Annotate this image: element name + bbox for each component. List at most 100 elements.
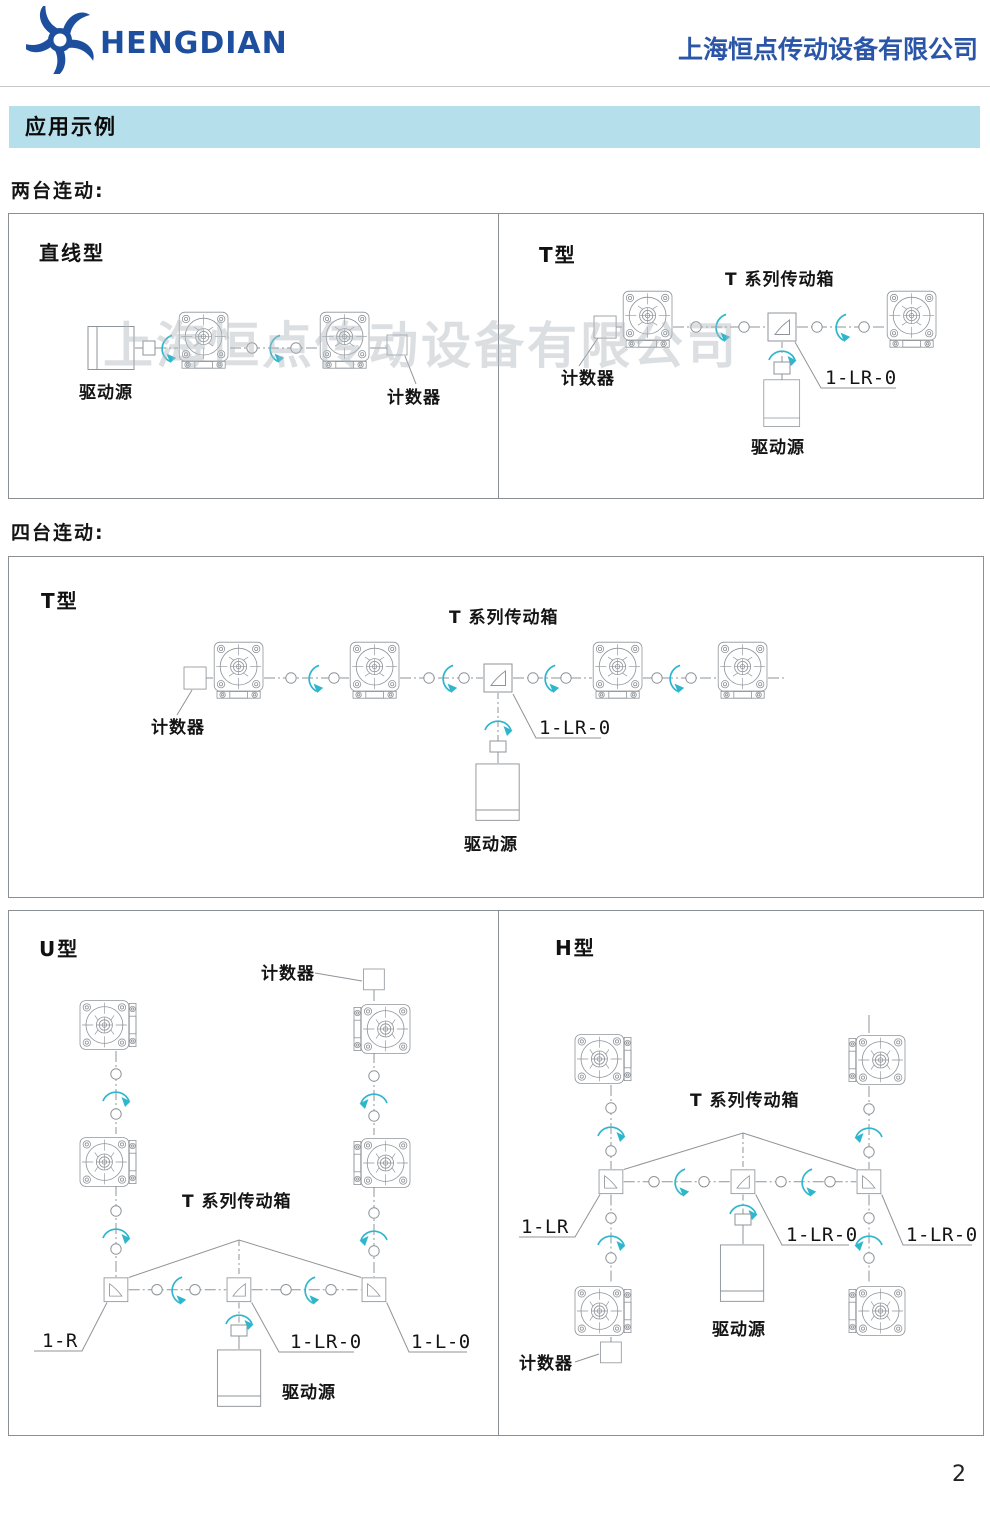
rotation-arrow-icon bbox=[102, 1228, 132, 1245]
rotation-arrow-icon bbox=[597, 1235, 627, 1252]
leader-line bbox=[251, 1302, 354, 1353]
gearbox bbox=[353, 1138, 411, 1188]
counter-label: 计数器 bbox=[387, 387, 441, 408]
shaft-coupler bbox=[734, 1213, 752, 1226]
rotation-arrow-icon bbox=[484, 720, 514, 737]
leader-line bbox=[128, 1239, 362, 1278]
shaft-coupling bbox=[110, 1205, 122, 1217]
rotation-arrow-icon bbox=[268, 333, 287, 365]
drive-label: 驱动源 bbox=[712, 1319, 766, 1340]
rotation-arrow-icon bbox=[303, 1275, 322, 1306]
rotation-arrow-icon bbox=[358, 1230, 388, 1247]
shaft-coupling bbox=[246, 342, 258, 354]
rotation-arrow-icon bbox=[225, 1314, 255, 1331]
two-units-box: 直线型 驱动源 计数器 T型 T 系 bbox=[8, 213, 984, 499]
shaft-coupling bbox=[368, 1207, 380, 1219]
company-name: 上海恒点传动设备有限公司 bbox=[677, 35, 978, 64]
gearbox bbox=[319, 311, 370, 369]
t-series-gearbox bbox=[856, 1169, 882, 1195]
gearbox bbox=[848, 1286, 906, 1336]
page-number: 2 bbox=[952, 1462, 966, 1487]
shaft-coupling bbox=[368, 1245, 380, 1257]
gearbox bbox=[574, 1034, 632, 1084]
shaft-coupling bbox=[423, 672, 435, 684]
rotation-arrow-icon bbox=[714, 312, 733, 344]
shaft-coupling bbox=[605, 1145, 617, 1157]
shaft-coupling bbox=[858, 321, 870, 333]
diagram-title: H型 bbox=[555, 936, 596, 960]
t-series-gearbox bbox=[103, 1277, 129, 1303]
leader-line bbox=[34, 1302, 108, 1352]
gearbox bbox=[574, 1286, 632, 1336]
shaft-coupling bbox=[605, 1102, 617, 1114]
series-label: T 系列传动箱 bbox=[725, 269, 835, 290]
rotation-arrow-icon bbox=[768, 350, 798, 367]
rotation-arrow-icon bbox=[358, 1093, 388, 1110]
rotation-arrow-icon bbox=[729, 1204, 759, 1221]
shaft-coupling bbox=[325, 1284, 337, 1296]
shaft-coupling bbox=[110, 1068, 122, 1080]
group-heading-two-units: 两台连动: bbox=[11, 180, 105, 202]
leader-line bbox=[755, 1194, 849, 1246]
rotation-arrow-icon bbox=[441, 663, 460, 695]
rotation-arrow-icon bbox=[834, 312, 853, 344]
four-units-t-box: T型 T 系列传动箱 bbox=[8, 556, 984, 898]
shaft-coupler bbox=[142, 340, 156, 356]
drive-label: 驱动源 bbox=[464, 834, 518, 855]
leader-line bbox=[623, 1132, 857, 1170]
leader-line bbox=[404, 355, 417, 385]
counter-label: 计数器 bbox=[261, 963, 315, 984]
rotation-arrow-icon bbox=[102, 1091, 132, 1108]
counter-label: 计数器 bbox=[519, 1353, 573, 1374]
counter-box bbox=[183, 666, 207, 690]
shaft-coupling bbox=[605, 1212, 617, 1224]
shaft-coupling bbox=[775, 1176, 787, 1188]
shaft-coupler bbox=[230, 1324, 248, 1337]
shaft-coupler bbox=[773, 361, 791, 375]
shaft-coupling bbox=[458, 672, 470, 684]
leader-line bbox=[314, 972, 363, 982]
series-label: T 系列传动箱 bbox=[449, 607, 559, 628]
drive-motor bbox=[475, 763, 520, 821]
model-label-mid: 1-LR-0 bbox=[786, 1224, 858, 1246]
leader-line bbox=[386, 1302, 467, 1353]
gearbox bbox=[886, 290, 937, 348]
gearbox bbox=[349, 641, 400, 699]
series-label: T 系列传动箱 bbox=[182, 1191, 292, 1212]
model-label-right: 1-L-0 bbox=[411, 1331, 471, 1353]
gearbox bbox=[717, 641, 768, 699]
t-series-gearbox bbox=[361, 1277, 387, 1303]
shaft-coupling bbox=[151, 1284, 163, 1296]
shaft-coupling bbox=[290, 342, 302, 354]
leader-line bbox=[578, 337, 599, 367]
rotation-arrow-icon bbox=[853, 1235, 883, 1252]
counter-box bbox=[363, 968, 385, 991]
shaft-coupling bbox=[824, 1176, 836, 1188]
shaft-coupling bbox=[863, 1212, 875, 1224]
gearbox bbox=[178, 311, 229, 369]
shaft-coupling bbox=[328, 672, 340, 684]
model-label: 1-LR-0 bbox=[539, 717, 611, 739]
linear-diagram-cell: 直线型 驱动源 计数器 bbox=[9, 214, 499, 498]
shaft-coupling bbox=[189, 1284, 201, 1296]
shaft-coupling bbox=[280, 1284, 292, 1296]
section-title-band: 应用示例 bbox=[9, 106, 980, 148]
logo-wordmark: HENGDIAN bbox=[100, 26, 288, 61]
t-series-gearbox bbox=[483, 663, 513, 693]
counter-label: 计数器 bbox=[151, 717, 205, 738]
shaft-coupling bbox=[605, 1252, 617, 1264]
rotation-arrow-icon bbox=[160, 333, 179, 365]
model-label: 1-LR-0 bbox=[825, 367, 897, 389]
shaft-coupling bbox=[648, 1176, 660, 1188]
rotation-arrow-icon bbox=[597, 1126, 627, 1143]
drive-label: 驱动源 bbox=[79, 382, 133, 403]
gearbox bbox=[79, 1000, 137, 1050]
diagram-title: T型 bbox=[539, 243, 577, 267]
rotation-arrow-icon bbox=[800, 1167, 819, 1198]
shaft-coupling bbox=[110, 1243, 122, 1255]
drive-motor bbox=[719, 1244, 765, 1302]
h4-diagram-cell: H型 T 系列传动箱 bbox=[499, 911, 983, 1435]
shaft-coupling bbox=[738, 321, 750, 333]
rotation-arrow-icon bbox=[170, 1275, 189, 1306]
leader-line bbox=[574, 1353, 600, 1363]
